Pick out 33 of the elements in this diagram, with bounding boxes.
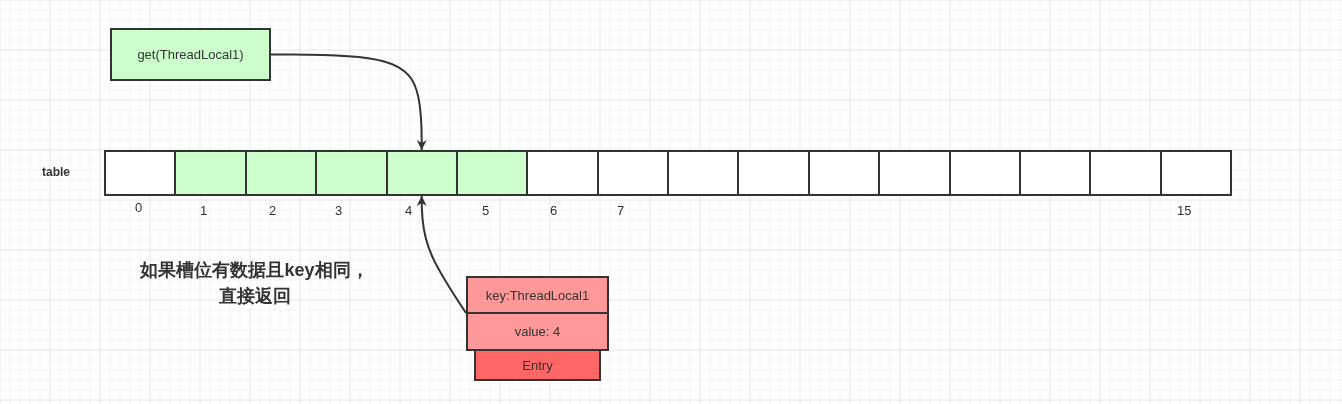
- array-slot: [1159, 150, 1232, 196]
- row-label: table: [42, 165, 70, 179]
- array-slot: [596, 150, 669, 196]
- array-slot: [385, 150, 458, 196]
- index-number: 3: [335, 203, 343, 218]
- array-slot: [315, 150, 388, 196]
- index-number: 6: [550, 203, 558, 218]
- index-number: 7: [617, 203, 625, 218]
- array-slot: [526, 150, 599, 196]
- index-number: 2: [269, 203, 277, 218]
- array-slot: [244, 150, 318, 196]
- index-number: 15: [1177, 203, 1192, 218]
- index-number: 4: [405, 203, 413, 218]
- array-slot: [174, 150, 247, 196]
- arrow: [416, 195, 467, 314]
- array-slot: [667, 150, 740, 196]
- array-slot: [878, 150, 951, 196]
- note-text: 如果槽位有数据且key相同，直接返回: [139, 259, 370, 308]
- process-box: value: 4: [466, 312, 609, 351]
- process-box: get(ThreadLocal1): [110, 28, 271, 81]
- array-slot: [1089, 150, 1162, 196]
- index-number: 5: [482, 203, 490, 218]
- array-slot: [1018, 150, 1092, 196]
- array-slot: [455, 150, 529, 196]
- array-slot: [948, 150, 1021, 196]
- process-box: key:ThreadLocal1: [466, 276, 609, 314]
- index-number: 0: [135, 200, 143, 215]
- array-slot: [104, 150, 177, 196]
- index-number: 1: [200, 203, 208, 218]
- array-slot: [737, 150, 810, 196]
- arrow: [270, 53, 427, 151]
- array-slot: [807, 150, 881, 196]
- process-box: Entry: [474, 349, 601, 381]
